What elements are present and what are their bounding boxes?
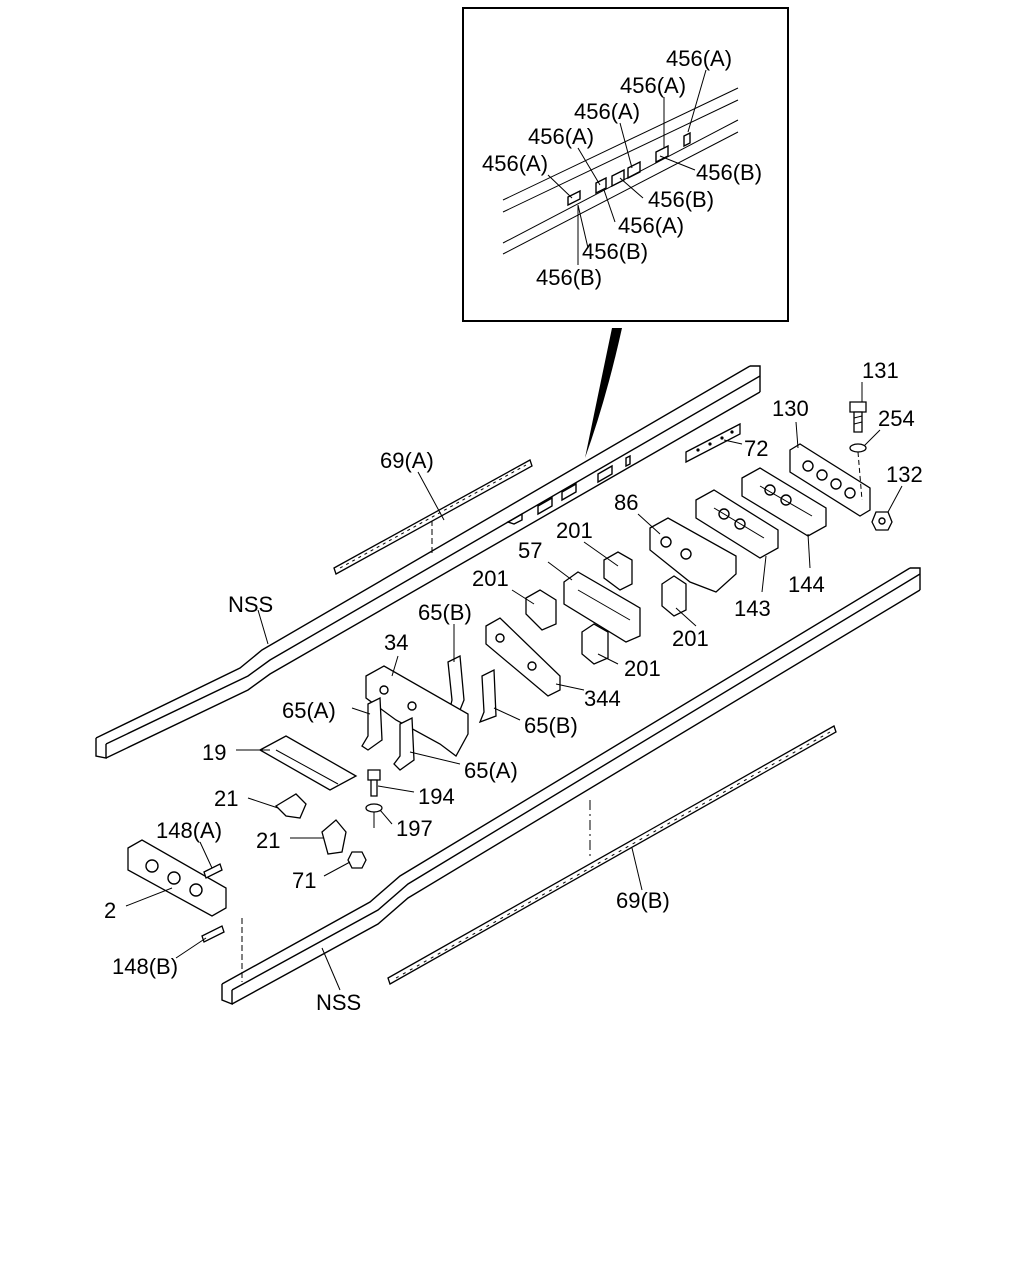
plate-148b <box>201 925 225 943</box>
label-21-lower: 21 <box>256 828 280 853</box>
label-65a-left: 65(A) <box>282 698 336 723</box>
lower-side-rail <box>221 567 921 1006</box>
label-130: 130 <box>772 396 809 421</box>
label-132: 132 <box>886 462 923 487</box>
inset-label-456b-4: 456(B) <box>536 265 602 290</box>
gusset-65a-left <box>361 696 383 751</box>
plate-72 <box>685 422 741 464</box>
reinforcement-strip-69a <box>333 459 533 575</box>
inset-label-456a-5: 456(A) <box>482 151 548 176</box>
label-254: 254 <box>878 406 915 431</box>
inset-label-456a-4: 456(A) <box>528 124 594 149</box>
label-65b-upper: 65(B) <box>418 600 472 625</box>
label-71: 71 <box>292 868 316 893</box>
label-197: 197 <box>396 816 433 841</box>
bracket-21-upper <box>274 793 307 819</box>
label-344: 344 <box>584 686 621 711</box>
label-19: 19 <box>202 740 226 765</box>
inset-pointer <box>585 328 622 458</box>
inset-label-456a-1: 456(A) <box>666 46 732 71</box>
bracket-21-lower <box>321 819 347 855</box>
label-144: 144 <box>788 572 825 597</box>
inset-label-456a-2: 456(A) <box>620 73 686 98</box>
label-21-upper: 21 <box>214 786 238 811</box>
label-201-lower: 201 <box>624 656 661 681</box>
label-148a: 148(A) <box>156 818 222 843</box>
crossmember-130 <box>789 443 871 517</box>
label-65a-right: 65(A) <box>464 758 518 783</box>
label-201-upper: 201 <box>556 518 593 543</box>
label-65b-lower: 65(B) <box>524 713 578 738</box>
gusset-65b-lower <box>478 668 497 724</box>
part-labels: 131 130 254 132 72 69(A) 86 201 57 201 1… <box>104 358 923 1015</box>
inset-label-456b-2: 456(B) <box>648 187 714 212</box>
label-148b: 148(B) <box>112 954 178 979</box>
inset-label-456b-1: 456(B) <box>696 160 762 185</box>
upper-side-rail <box>95 365 761 759</box>
bolt-194 <box>367 769 381 797</box>
washer-254 <box>849 443 867 453</box>
crossmember-86 <box>649 517 737 593</box>
label-131: 131 <box>862 358 899 383</box>
crossmember-19 <box>258 735 358 791</box>
reinforcement-strip-69b <box>387 725 837 985</box>
crossmember-2 <box>127 839 227 917</box>
label-69b: 69(B) <box>616 888 670 913</box>
bracket-201-upper <box>603 551 633 591</box>
crossmember-344 <box>485 617 561 697</box>
bracket-201-lower <box>581 623 609 665</box>
label-201-right: 201 <box>672 626 709 651</box>
label-nss-upper: NSS <box>228 592 273 617</box>
leader-lines <box>125 382 903 991</box>
label-194: 194 <box>418 784 455 809</box>
crossmember-143 <box>695 489 779 559</box>
crossmember-57 <box>563 571 641 643</box>
plate-148a <box>203 863 223 879</box>
label-34: 34 <box>384 630 408 655</box>
inset-label-456a-3: 456(A) <box>574 99 640 124</box>
inset-label-456a-6: 456(A) <box>618 213 684 238</box>
gusset-65a-right <box>393 716 415 771</box>
nut-132 <box>871 511 893 531</box>
bolt-131 <box>849 401 867 433</box>
label-143: 143 <box>734 596 771 621</box>
washer-197 <box>365 803 383 813</box>
label-86: 86 <box>614 490 638 515</box>
crossmember-144 <box>741 467 827 537</box>
label-2: 2 <box>104 898 116 923</box>
bracket-201-right <box>661 575 687 617</box>
label-nss-lower: NSS <box>316 990 361 1015</box>
inset-detail: 456(A) 456(A) 456(A) 456(A) 456(A) 456(B… <box>462 7 789 322</box>
label-201-left: 201 <box>472 566 509 591</box>
label-69a: 69(A) <box>380 448 434 473</box>
nut-71 <box>347 851 367 869</box>
label-72: 72 <box>744 436 768 461</box>
inset-label-456b-3: 456(B) <box>582 239 648 264</box>
bracket-201-left <box>525 589 557 631</box>
label-57: 57 <box>518 538 542 563</box>
